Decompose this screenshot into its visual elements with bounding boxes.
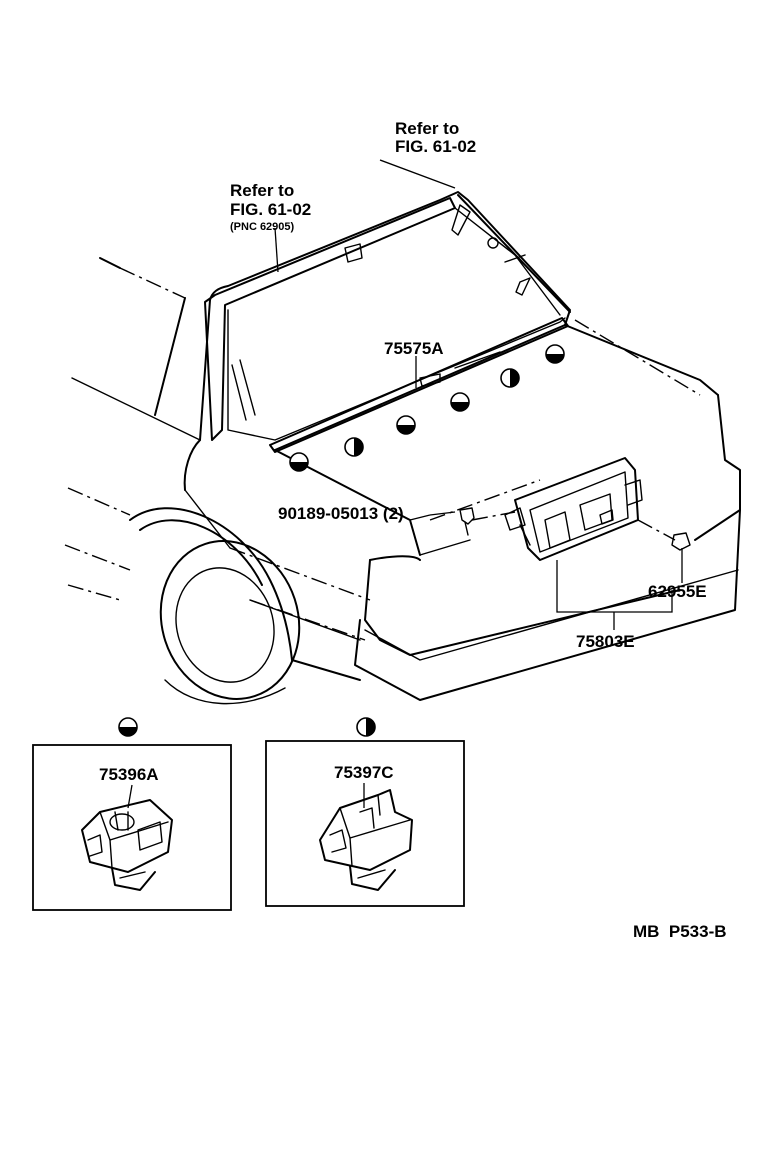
label-75396a: 75396A xyxy=(99,765,159,784)
license-lamp-housing xyxy=(504,457,643,561)
label-refer-left-line3: (PNC 62905) xyxy=(230,221,295,233)
detail-box-75397c: 75397C xyxy=(265,717,465,907)
clip-marker-half xyxy=(545,344,565,364)
label-refer-top-line2: FIG. 61-02 xyxy=(395,137,476,156)
clip-75397c-drawing xyxy=(319,789,413,891)
label-75803e: 75803E xyxy=(576,632,635,651)
clip-75396a-drawing xyxy=(81,799,173,891)
label-refer-left-line1: Refer to xyxy=(230,181,294,200)
detail-box-75396a: 75396A xyxy=(32,717,232,911)
leader-lines xyxy=(274,159,683,630)
callout-refer-top: Refer to FIG. 61-02 xyxy=(395,119,476,156)
clip-marker-side xyxy=(356,717,376,737)
label-75575a: 75575A xyxy=(384,339,444,358)
clip-marker-half xyxy=(289,452,309,472)
clip-marker-half xyxy=(450,392,470,412)
clip-marker-half xyxy=(118,717,138,737)
screw-62955e xyxy=(637,519,691,551)
label-refer-top-line1: Refer to xyxy=(395,119,459,138)
label-62955e: 62955E xyxy=(648,582,707,601)
windshield-moulding xyxy=(204,194,571,453)
figure-code: MB P533-B xyxy=(633,922,727,941)
clip-marker-side xyxy=(344,437,364,457)
clip-markers xyxy=(289,344,565,472)
clip-marker-half xyxy=(396,415,416,435)
screw-90189 xyxy=(459,507,516,536)
car-body xyxy=(64,191,741,705)
label-refer-left-line2: FIG. 61-02 xyxy=(230,200,311,219)
label-75397c: 75397C xyxy=(334,763,394,782)
callout-refer-left: Refer to FIG. 61-02 (PNC 62905) xyxy=(230,181,311,233)
clip-marker-side xyxy=(500,368,520,388)
label-90189-05013: 90189-05013 (2) xyxy=(278,504,404,523)
